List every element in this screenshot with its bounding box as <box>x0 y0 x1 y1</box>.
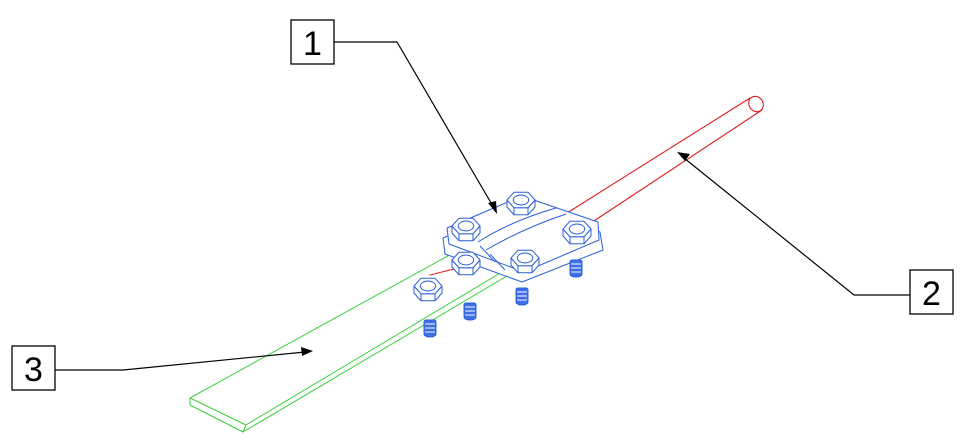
callout-3-leader <box>55 351 306 371</box>
stud-clamp-right <box>569 259 583 278</box>
cross-clamp <box>442 195 604 283</box>
callout-3-arrow <box>301 347 313 356</box>
stud-group <box>423 259 583 338</box>
callout-1-leader <box>334 41 495 209</box>
callout-1-label: 1 <box>303 25 322 63</box>
flat-strip <box>189 251 513 433</box>
callout-1: 1 <box>290 19 497 214</box>
callout-2-arrow <box>677 152 690 161</box>
callout-3-label: 3 <box>24 351 43 389</box>
strip-top-face <box>189 251 513 426</box>
rod-end <box>748 95 764 113</box>
callout-3: 3 <box>11 345 313 391</box>
callout-2-leader <box>683 157 910 296</box>
nut-clamp-left <box>451 217 481 242</box>
nut-clamp-center <box>510 249 540 274</box>
stud-strip-front <box>423 319 437 338</box>
callout-1-arrow <box>488 201 497 214</box>
callout-2: 2 <box>677 152 954 315</box>
stud-strip-rear <box>463 302 477 321</box>
nut-group <box>413 191 592 302</box>
callout-1-box <box>290 19 335 65</box>
strip-edge <box>189 398 247 433</box>
nut-clamp-front <box>451 251 481 276</box>
callout-3-box <box>11 345 56 391</box>
callout-2-box <box>909 269 954 315</box>
stud-clamp-left <box>515 287 529 306</box>
callout-2-label: 2 <box>922 275 941 313</box>
nut-strip <box>413 277 443 302</box>
nut-clamp-rear <box>506 191 536 216</box>
nut-clamp-right <box>562 220 592 245</box>
clamp-groove <box>477 207 567 251</box>
strip-edge-bottom <box>242 266 513 433</box>
